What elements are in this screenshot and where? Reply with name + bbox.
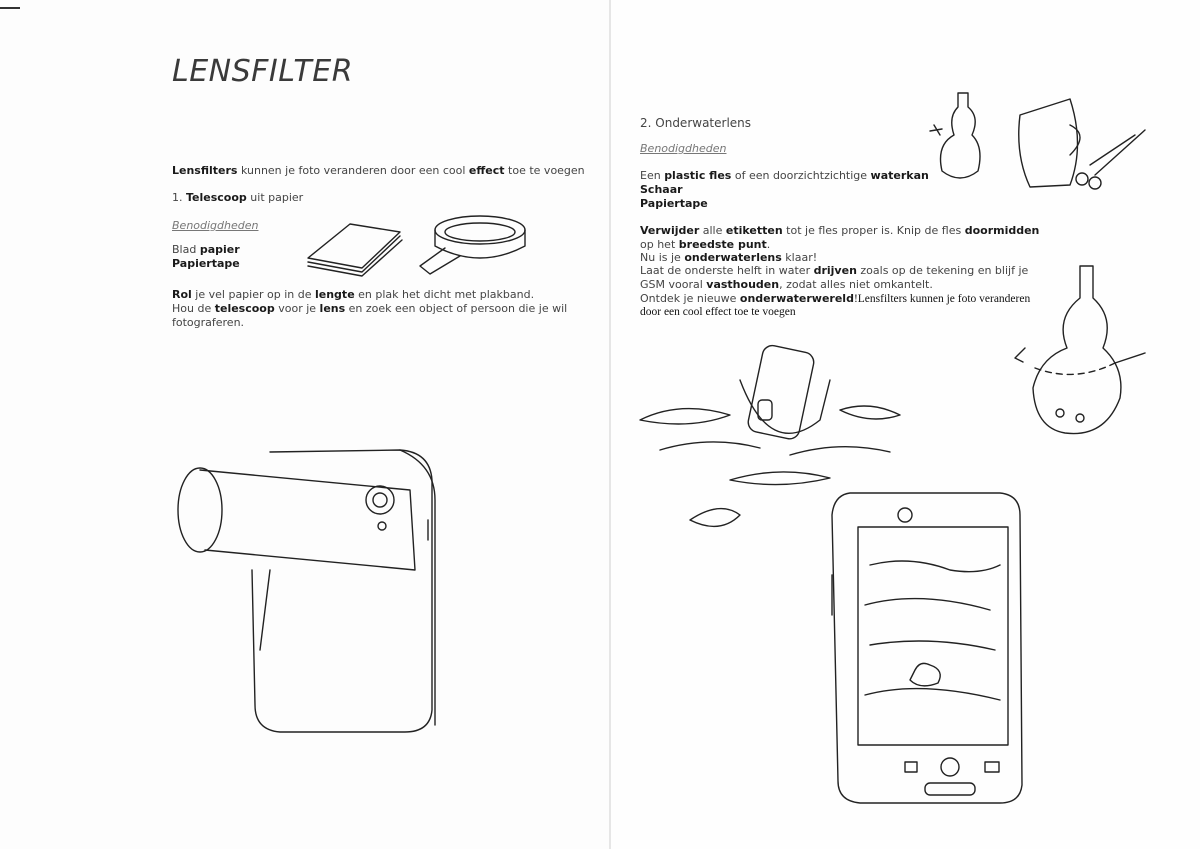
left-page [0,0,610,849]
text-segment: , zodat alles niet omkantelt. [779,278,933,291]
underwater-phone-drawing [831,492,1023,804]
bold-text: Lensfilters [172,164,238,177]
bold-text: papier [199,243,240,256]
bold-text: waterkan [870,169,929,182]
bold-text: Rol [172,288,192,301]
text-segment: . [766,238,771,251]
scan-mark [0,7,20,9]
telescope-phone-drawing [177,449,436,733]
text-segment: alle [699,224,726,237]
text-segment: Een [640,169,665,182]
bold-text: telescoop [214,302,275,315]
text-segment: uit papier [246,191,304,204]
supply-item: Schaar [640,183,683,196]
bold-text: plastic fles [664,169,732,182]
text-segment: fotograferen. [172,316,245,329]
supply-item: Papiertape [172,257,240,270]
text-segment: !Lensfilters kunnen je foto veranderen [853,293,1031,305]
supplies-heading-left: Benodigdheden [172,219,259,232]
text-segment: Laat de onderste helft in water [640,264,814,277]
tape-roll-illustration [419,215,526,275]
supply-item: Papiertape [640,197,708,210]
step1-heading: 1. Telescoop uit papier [172,191,303,204]
text-segment: op het [640,238,679,251]
bold-text: Telescoop [186,191,247,204]
instruction-line: Nu is je onderwaterlens klaar! [640,251,817,264]
bold-text: breedste punt [678,238,767,251]
instruction-line: Hou de telescoop voor je lens en zoek ee… [172,302,567,315]
supplies-heading-right: Benodigdheden [640,142,727,155]
instruction-line: door een cool effect toe te voegen [640,305,796,318]
floating-phone-drawing [639,344,901,528]
bold-text: lengte [315,288,355,301]
bold-text: vasthouden [706,278,780,291]
text-segment: door een cool effect toe te voegen [640,306,796,318]
bold-text: Papiertape [640,197,708,210]
text-segment: Hou de [172,302,215,315]
text-segment: 1. [172,191,186,204]
bold-text: effect [468,164,505,177]
bold-text: lens [319,302,346,315]
instruction-line: Verwijder alle etiketten tot je fles pro… [640,224,1039,237]
text-segment: zoals op de tekening en blijf je [856,264,1029,277]
cut-bottle-drawing [1014,265,1146,435]
instruction-line: Rol je vel papier op in de lengte en pla… [172,288,534,301]
text-segment: tot je fles proper is. Knip de fles [782,224,965,237]
bold-text: Verwijder [640,224,700,237]
bold-text: drijven [813,264,857,277]
text-segment: klaar! [781,251,818,264]
text-segment: Blad [172,243,200,256]
instruction-line: Ontdek je nieuwe onderwaterwereld!Lensfi… [640,292,1030,305]
instruction-line: GSM vooral vasthouden, zodat alles niet … [640,278,933,291]
intro-text: Lensfilters kunnen je foto veranderen do… [172,164,585,177]
bold-text: Papiertape [172,257,240,270]
bold-text: Schaar [640,183,683,196]
text-segment: Nu is je [640,251,685,264]
supply-item: Blad papier [172,243,240,256]
text-segment: en zoek een object of persoon die je wil [345,302,568,315]
paper-stack-illustration [307,223,403,277]
bold-text: onderwaterwereld [739,292,854,305]
text-segment: kunnen je foto veranderen door een cool [237,164,469,177]
supply-item: Een plastic fles of een doorzichtzichtig… [640,169,929,182]
instruction-line: fotograferen. [172,316,244,329]
text-segment: of een doorzichtzichtige [731,169,871,182]
bold-text: etiketten [725,224,783,237]
page-title: LENSFILTER [172,54,354,89]
instruction-line: op het breedste punt. [640,238,770,251]
text-segment: voor je [274,302,320,315]
text-segment: en plak het dicht met plakband. [354,288,535,301]
text-segment: je vel papier op in de [191,288,315,301]
text-segment: toe te voegen [504,164,585,177]
bold-text: onderwaterlens [684,251,782,264]
step2-heading: 2. Onderwaterlens [640,116,752,130]
page-fold [609,0,611,849]
instruction-line: Laat de onderste helft in water drijven … [640,264,1028,277]
text-segment: GSM vooral [640,278,707,291]
bold-text: doormidden [964,224,1040,237]
text-segment: Ontdek je nieuwe [640,292,740,305]
supplies-illustration [929,92,1146,190]
